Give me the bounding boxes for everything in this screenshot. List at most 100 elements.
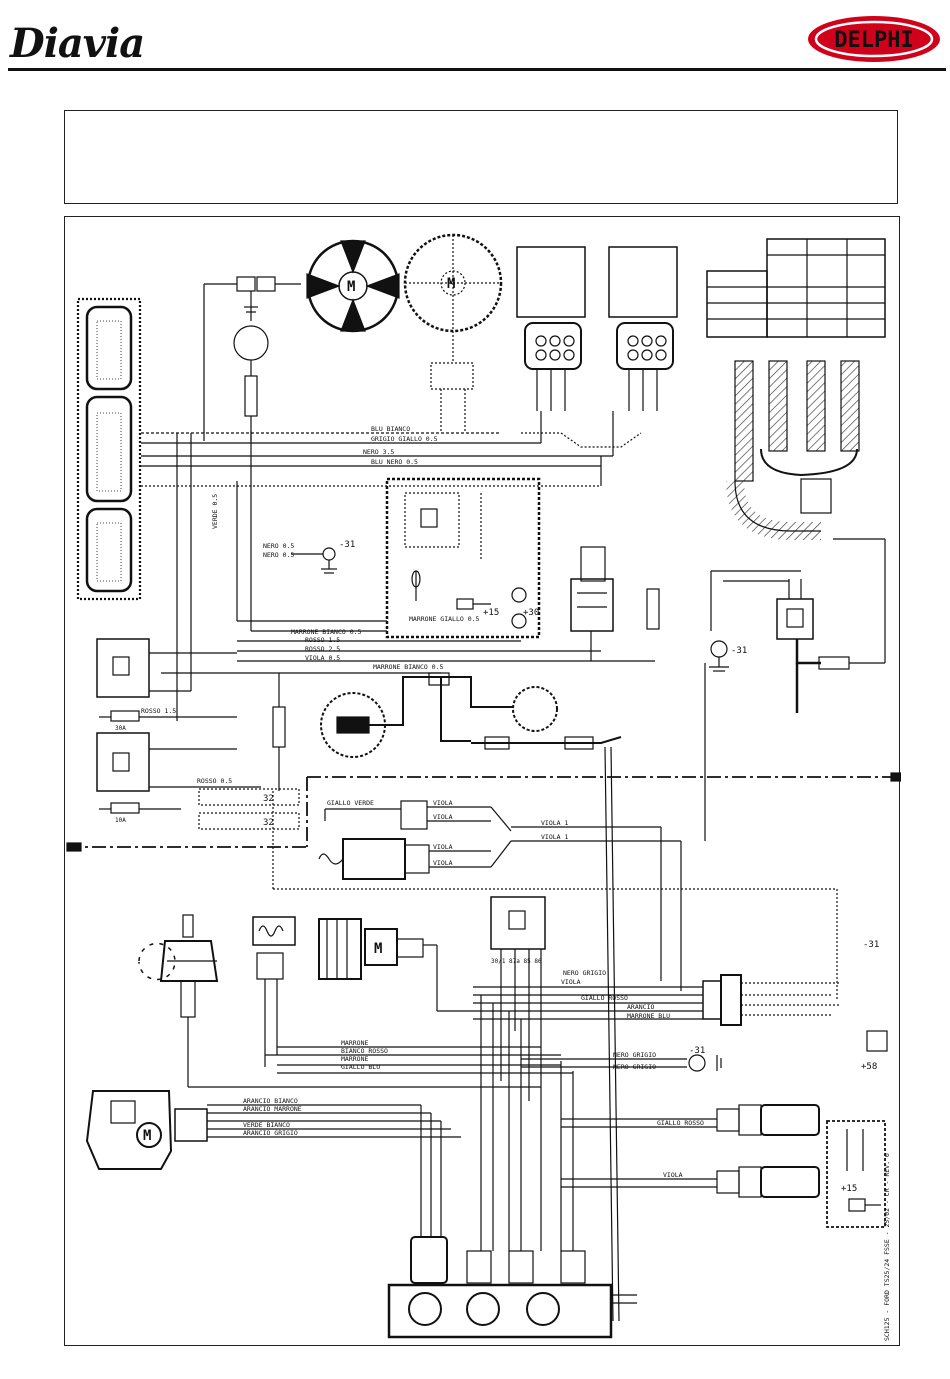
ground-right [709,640,729,672]
title-box [64,110,898,204]
wiring-diagram-frame: BLU BIANCO GRIGIO GIALLO 0.5 NERO 3.5 BL… [64,216,902,1346]
bottom-right-actuator-2 [561,1166,820,1198]
fuse-label: 10A [115,817,126,824]
wire-label: ARANCIO MARRONE [243,1105,302,1113]
delphi-logo: DELPHI [808,16,940,62]
ground-32-boxes [198,788,300,830]
wire-label: VIOLA [433,799,453,807]
motor-m-label: M [143,1128,151,1144]
vacuum-actuator [138,914,219,1087]
supply-label: +15 [841,1184,857,1194]
delphi-logo-text: DELPHI [834,28,913,53]
inline-fuse [272,673,286,791]
wire-label: ROSSO 2.5 [305,645,340,653]
central-relay-box [385,477,541,639]
wiring-diagram: BLU BIANCO GRIGIO GIALLO 0.5 NERO 3.5 BL… [66,233,902,1341]
ecu-connector-block [76,297,142,601]
wire-label: BLU BIANCO [371,425,410,433]
wire-label: VIOLA [433,843,453,851]
ground-label: -31 [863,940,879,950]
relay-right [490,896,546,1101]
wire-label: ARANCIO BIANCO [243,1097,298,1105]
wire-label: VIOLA [663,1171,683,1179]
connection-table [706,238,886,338]
condenser-fan [306,239,400,333]
supply-label: +15 [483,608,499,618]
right-connector-block [473,974,841,1026]
supply-label: +58 [861,1062,877,1072]
motor-m-label: M [374,941,382,957]
wire-label: ARANCIO [627,1003,654,1011]
blower-pump [320,672,622,758]
wire-label: VIOLA [433,813,453,821]
wire-label: BIANCO ROSSO [341,1047,388,1055]
wire-label: MARRONE BIANCO 0.5 [373,663,444,671]
wire-label: NERO GRIGIO [613,1051,656,1059]
servo-controller [85,1090,461,1170]
box-label: 32 [263,818,274,828]
wire-label: NERO GRIGIO [613,1063,656,1071]
bottom-right-actuator-1 [561,1104,820,1136]
top-connector [203,276,301,441]
pressure-switch-2 [608,246,678,411]
wire-label: BLU NERO 0.5 [371,458,418,466]
wire-label: VIOLA 1 [541,833,568,841]
wire-label: GIALLO ROSSO [581,994,628,1002]
left-vertical-wires [161,431,655,721]
wire-label: ROSSO 1.5 [141,707,176,715]
ignition-box [826,1030,888,1228]
wire-label: VERDE 0.5 [211,494,219,529]
temperature-sensor [233,291,269,441]
ground-nero-grigio [521,1054,722,1072]
ground-label: -31 [689,1046,705,1056]
center-connector [570,546,660,661]
wire-label: ROSSO 0.5 [197,777,232,785]
supply-label: +30 [523,608,539,618]
brand-logo: Diavia [10,20,145,67]
relay-left-1 [96,638,237,722]
white-tube [604,746,614,1322]
relay-left-2 [96,732,261,814]
box-label: 32 [263,794,274,804]
side-note: SCH125 - FORD TS25/24 FSSE - 25/02 - CR … [883,1153,891,1341]
wire-label: MARRONE [341,1055,368,1063]
wire-label: VIOLA 1 [541,819,568,827]
wire-label: MARRONE BIANCO 0.5 [291,628,362,636]
wire-label: MARRONE BLU [627,1012,670,1020]
ecu-wire-bundle [141,411,642,487]
ecu-pin-grid [96,320,122,582]
wire-label: VIOLA [433,859,453,867]
heater-manifold [726,360,886,663]
wire-label: VIOLA 0.5 [305,654,340,662]
white-tube-2 [610,746,620,1322]
pressure-switch-1 [516,246,586,411]
heater-element [252,916,296,1067]
wire-label: NERO GRIGIO [563,969,606,977]
wire-label: ROSSO 1.5 [305,636,340,644]
wire-label: VERDE BIANCO [243,1121,290,1129]
ground-ecu [291,547,337,574]
wire-label: MARRONE [341,1039,368,1047]
blower-motor [318,918,473,1012]
thermostat-switch-1 [324,800,491,830]
motor-m-label: M [347,279,355,295]
ground-label: -31 [339,540,355,550]
ground-label: -31 [731,646,747,656]
wire-label: ARANCIO GRIGIO [243,1129,298,1137]
wire-label: NERO 0.5 [263,542,294,550]
header-rule [8,68,946,71]
wire-label: GIALLO ROSSO [657,1119,704,1127]
solenoid-valve [710,570,885,713]
bottom-panel-wires [188,995,574,1251]
wire-label: MARRONE GIALLO 0.5 [409,615,480,623]
wire-label: GIALLO VERDE [327,799,374,807]
fuse-label: 30A [115,725,126,732]
separator-lines [66,772,902,852]
wire-label: NERO 0.5 [263,551,294,559]
wire-label: NERO 3.5 [363,448,394,456]
wire-label: GRIGIO GIALLO 0.5 [371,435,438,443]
thermostat-switch-2 [318,806,682,991]
relay-pins-label: 30/1 87a 85 86 [491,958,542,965]
wire-label: GIALLO BLU [341,1063,380,1071]
control-panel [387,1236,637,1339]
